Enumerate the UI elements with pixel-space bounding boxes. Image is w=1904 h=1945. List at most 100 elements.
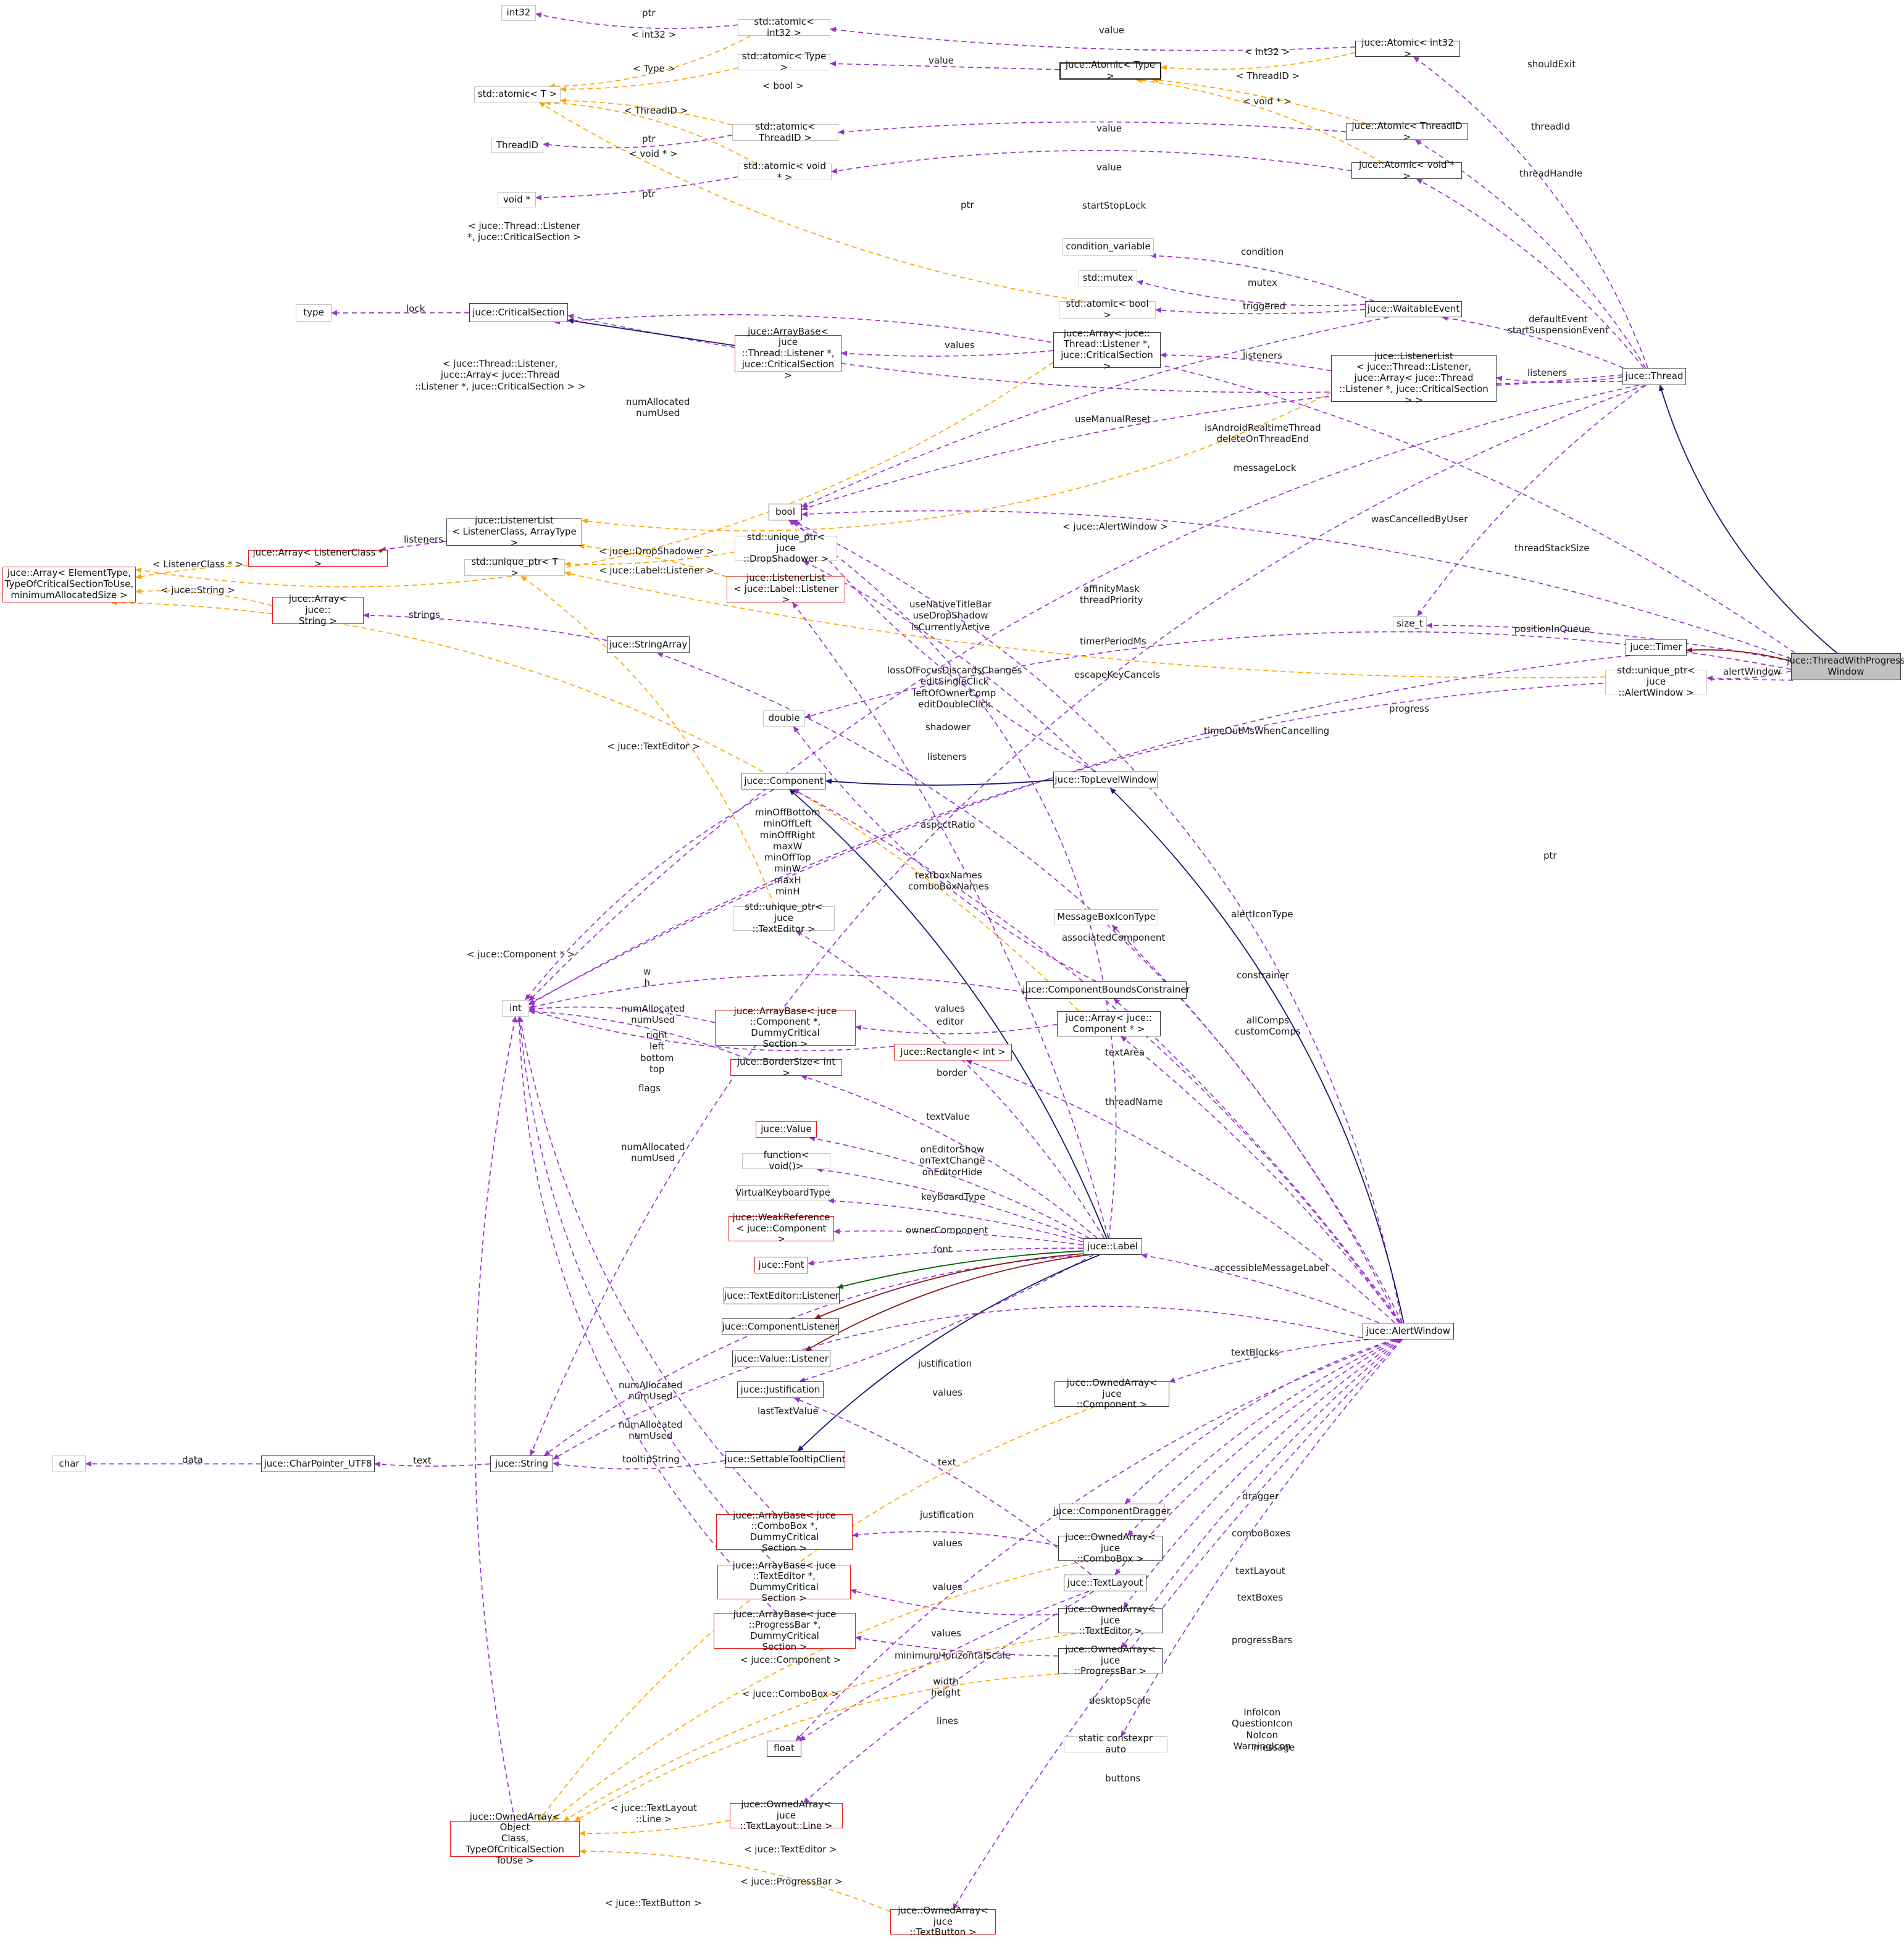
node-TWPW[interactable]: juce::ThreadWithProgress Window [1787,653,1904,680]
node-ListenerList_Thread[interactable]: juce::ListenerList < juce::Thread::Liste… [1331,351,1497,405]
node-ComponentDragger[interactable]: juce::ComponentDragger [1053,1504,1171,1520]
edge-juce_WaitableEvent-std_atomic_bool [1155,307,1366,315]
node-juce_Justification[interactable]: juce::Justification [737,1381,824,1398]
edge-unique_ptr_AlertWindow-unique_ptr_T [564,571,1606,678]
node-MessageBoxIconType[interactable]: MessageBoxIconType [1054,909,1158,925]
node-juce_CBC[interactable]: juce::ComponentBoundsConstrainer [1022,981,1190,999]
edge-juce_Label-juce_Component [789,789,1108,1239]
node-juce_Thread[interactable]: juce::Thread [1622,368,1686,385]
node-OwnedArray_Object[interactable]: juce::OwnedArray< Object Class, TypeOfCr… [450,1811,580,1865]
node-OwnedArray_ComboBox[interactable]: juce::OwnedArray< juce ::ComboBox > [1058,1531,1163,1564]
edge-juce_Thread-juce_Atomic_voidp [1416,178,1645,369]
node-voidp[interactable]: void * [498,192,536,207]
node-std_atomic_bool[interactable]: std::atomic< bool > [1059,298,1156,320]
node-WeakReference[interactable]: juce::WeakReference < juce::Component > [729,1212,834,1244]
node-condition_variable[interactable]: condition_variable [1063,238,1154,256]
node-juce_Timer[interactable]: juce::Timer [1626,639,1687,656]
node-OwnedArray_ProgressBar[interactable]: juce::OwnedArray< juce ::ProgressBar > [1058,1644,1163,1676]
node-juce_Atomic_ThreadID[interactable]: juce::Atomic< ThreadID > [1346,120,1468,142]
node-juce_BorderSize[interactable]: juce::BorderSize< int > [730,1056,842,1078]
edge-AlertWindow-static_auto [1121,1339,1403,1737]
node-juce_TopLevelWindow[interactable]: juce::TopLevelWindow [1053,772,1158,788]
node-std_atomic_int32[interactable]: std::atomic< int32 > [738,16,830,38]
node-ValueListener[interactable]: juce::Value::Listener [732,1351,830,1367]
node-juce_Value[interactable]: juce::Value [756,1121,817,1138]
node-ArrayBase_Component[interactable]: juce::ArrayBase< juce ::Component *, Dum… [715,1006,856,1049]
node-Array_String[interactable]: juce::Array< juce:: String > [272,594,364,627]
node-AlertWindow[interactable]: juce::AlertWindow [1363,1323,1454,1339]
edge-AlertWindow-OwnedArray_Component [1169,1339,1369,1383]
node-juce_String[interactable]: juce::String [490,1456,553,1472]
node-ComponentListener[interactable]: juce::ComponentListener [722,1318,839,1335]
node-OwnedArray_Component[interactable]: juce::OwnedArray< juce ::Component > [1054,1377,1169,1410]
node-ArrayBase_ProgressBar[interactable]: juce::ArrayBase< juce ::ProgressBar *, D… [714,1609,856,1652]
node-VirtualKeyboardType[interactable]: VirtualKeyboardType [735,1185,830,1201]
edge-OwnedArray_Object-int [474,1016,517,1822]
edge-juce_TopLevelWindow-unique_ptr_DropShadower [803,560,1095,772]
node-juce_Atomic_int32[interactable]: juce::Atomic< int32 > [1355,37,1460,59]
node-juce_CriticalSection[interactable]: juce::CriticalSection [469,303,568,322]
node-juce_WaitableEvent[interactable]: juce::WaitableEvent [1365,301,1462,317]
edge-juce_String-CharPointer_UTF8 [374,1461,491,1467]
node-unique_ptr_T[interactable]: std::unique_ptr< T > [464,556,565,578]
node-Array_Component[interactable]: juce::Array< juce:: Component * > [1057,1011,1161,1036]
node-TextEditorListener[interactable]: juce::TextEditor::Listener [724,1288,840,1304]
node-unique_ptr_AlertWindow[interactable]: std::unique_ptr< juce ::AlertWindow > [1605,665,1707,698]
node-juce_TextLayout[interactable]: juce::TextLayout [1064,1575,1146,1591]
edge-juce_Atomic_int32-std_atomic_int32 [830,27,1356,51]
node-Array_ElementType[interactable]: juce::Array< ElementType, TypeOfCritical… [2,567,136,602]
edge-TWPW-juce_Timer [1686,647,1792,662]
node-Array_ThreadListener[interactable]: juce::Array< juce:: Thread::Listener *, … [1053,328,1161,372]
node-ArrayBase_ComboBox[interactable]: juce::ArrayBase< juce ::ComboBox *, Dumm… [716,1510,853,1554]
edge-AlertWindow-Array_Component [1121,1036,1401,1323]
edge-juce_Label-ValueListener [805,1254,1088,1351]
node-char[interactable]: char [52,1456,86,1472]
edge-std_atomic_voidp-voidp [535,176,738,201]
node-std_atomic_T[interactable]: std::atomic< T > [474,86,561,102]
node-std_atomic_ThreadID[interactable]: std::atomic< ThreadID > [732,121,838,143]
node-juce_Atomic_Type[interactable]: juce::Atomic< Type > [1059,59,1161,81]
edge-juce_Thread-size_t [1417,385,1647,617]
node-juce_Component[interactable]: juce::Component [741,773,826,789]
edge-juce_CBC-double [793,726,1096,982]
node-function_void[interactable]: function< void()> [742,1149,830,1172]
node-std_mutex[interactable]: std::mutex [1079,270,1137,286]
edge-OwnedArray_TextButton-OwnedArray_Object [579,1848,891,1912]
node-ArrayBase_TextEditor[interactable]: juce::ArrayBase< juce ::TextEditor *, Du… [717,1560,851,1604]
node-size_t[interactable]: size_t [1393,616,1427,631]
edge-juce_Thread-int [528,385,1639,1002]
node-SettableTooltipClient[interactable]: juce::SettableTooltipClient [725,1451,846,1468]
node-std_atomic_voidp[interactable]: std::atomic< void * > [738,160,832,182]
node-double[interactable]: double [763,710,805,727]
node-static_auto[interactable]: static constexpr auto [1064,1733,1167,1755]
node-std_atomic_Type[interactable]: std::atomic< Type > [738,51,830,73]
node-unique_ptr_TextEditor[interactable]: std::unique_ptr< juce ::TextEditor > [733,902,835,935]
edge-juce_Label-SettableTooltipClient [797,1254,1100,1452]
edge-juce_Label-ListenerList_LabelListener [792,602,1109,1239]
node-ListenerList_generic[interactable]: juce::ListenerList < ListenerClass, Arra… [446,515,582,548]
node-juce_StringArray[interactable]: juce::StringArray [607,636,690,653]
node-type[interactable]: type [296,304,332,322]
node-int32[interactable]: int32 [501,5,536,21]
edge-juce_Component-int [525,789,775,1001]
node-OwnedArray_TextButton[interactable]: juce::OwnedArray< juce ::TextButton > [890,1905,996,1938]
node-unique_ptr_DropShadower[interactable]: std::unique_ptr< juce ::DropShadower > [735,531,837,564]
node-ArrayBase_ThreadListener[interactable]: juce::ArrayBase< juce ::Thread::Listener… [735,326,841,380]
node-CharPointer_UTF8[interactable]: juce::CharPointer_UTF8 [261,1456,375,1472]
edge-juce_Atomic_ThreadID-std_atomic_ThreadID [838,121,1347,135]
node-juce_Atomic_voidp[interactable]: juce::Atomic< void * > [1351,159,1462,181]
edge-juce_Label-juce_Value [809,1136,1090,1239]
node-bool[interactable]: bool [769,504,802,520]
node-OwnedArray_TLLine[interactable]: juce::OwnedArray< juce ::TextLayout::Lin… [730,1799,843,1831]
node-int[interactable]: int [502,1000,529,1017]
node-juce_Font[interactable]: juce::Font [754,1257,808,1273]
node-Array_ListenerClass[interactable]: juce::Array< ListenerClass * > [248,547,388,569]
node-float[interactable]: float [767,1741,801,1757]
node-ListenerList_LabelListener[interactable]: juce::ListenerList < juce::Label::Listen… [727,572,845,605]
node-OwnedArray_TextEditor[interactable]: juce::OwnedArray< juce ::TextEditor > [1058,1604,1163,1636]
node-juce_Label[interactable]: juce::Label [1083,1238,1142,1255]
node-juce_Rectangle[interactable]: juce::Rectangle< int > [894,1044,1012,1060]
edge-unique_ptr_TextEditor-unique_ptr_T [520,575,775,907]
node-ThreadID[interactable]: ThreadID [491,138,543,153]
